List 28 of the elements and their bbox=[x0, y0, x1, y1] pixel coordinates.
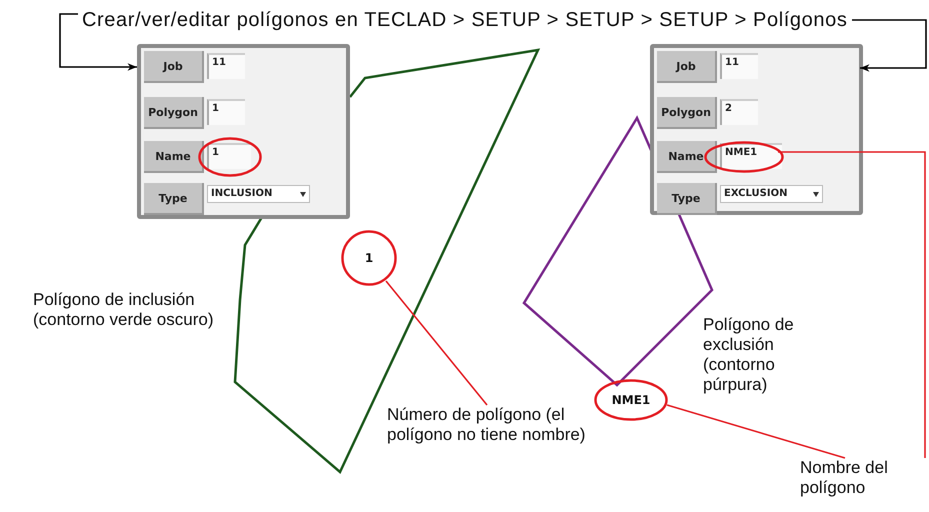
field-label: Type bbox=[144, 183, 204, 215]
field-label: Job bbox=[657, 51, 717, 83]
field-label: Polygon bbox=[657, 97, 717, 129]
leader-line bbox=[778, 151, 926, 458]
polygon-description: Polígono de exclusión (contorno púrpura) bbox=[703, 315, 795, 395]
field-label: Job bbox=[144, 51, 204, 83]
input-field: 1 bbox=[207, 143, 251, 169]
input-field: 2 bbox=[720, 99, 758, 125]
polygon-description: Polígono de inclusión (contorno verde oscuro) bbox=[33, 290, 214, 330]
field-label: Name bbox=[144, 141, 204, 173]
field-label: Name bbox=[657, 141, 717, 173]
callout-text: Nombre del polígono bbox=[800, 458, 926, 502]
field-label: Type bbox=[657, 183, 717, 215]
input-field: 11 bbox=[720, 53, 758, 79]
type-dropdown: INCLUSION bbox=[207, 185, 310, 203]
arrow bbox=[59, 13, 137, 71]
field-label: Polygon bbox=[144, 97, 204, 129]
leader-line bbox=[385, 280, 488, 406]
type-dropdown: EXCLUSION bbox=[720, 185, 823, 203]
settings-panel bbox=[137, 44, 350, 219]
settings-panel bbox=[650, 44, 863, 215]
polygon-name-marker: NME1 bbox=[594, 379, 668, 421]
input-field: 11 bbox=[207, 53, 245, 79]
leader-line bbox=[666, 404, 846, 459]
instruction-heading: Crear/ver/editar polígonos en TECLAD > SETUP > SETUP > SETUP > Polígonos bbox=[82, 6, 852, 34]
arrow bbox=[852, 19, 927, 72]
input-field: 1 bbox=[207, 99, 245, 125]
polygon-number-marker: 1 bbox=[341, 230, 397, 286]
